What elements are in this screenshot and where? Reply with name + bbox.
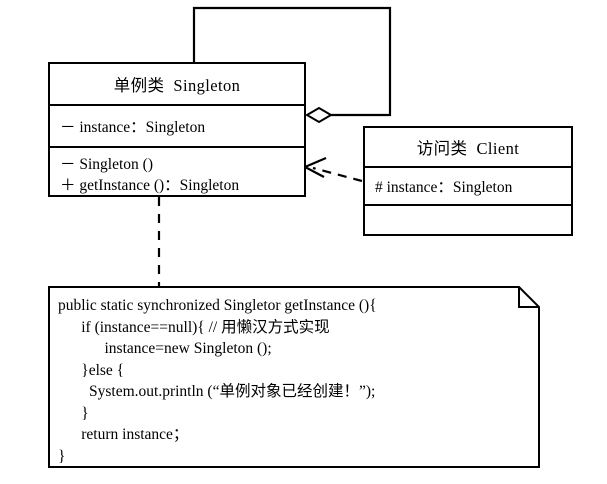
code-line-8: } xyxy=(58,447,66,465)
code-line-6: } xyxy=(58,404,89,422)
code-line-3: instance=new Singleton (); xyxy=(58,340,272,357)
class-box-client[interactable]: 访问类 Client # instance：Singleton xyxy=(363,126,573,236)
note-code-text: public static synchronized Singletor get… xyxy=(48,286,540,467)
class-title-singleton: 单例类 Singleton xyxy=(50,64,304,104)
class-title-client: 访问类 Client xyxy=(365,128,571,166)
class-attributes-client: # instance：Singleton xyxy=(365,166,571,204)
code-line-7: return instance； xyxy=(58,426,189,443)
code-line-2: if (instance==null){ // 用懒汉方式实现 xyxy=(58,318,330,336)
operation-constructor: － Singleton () xyxy=(60,156,153,173)
dependency-edge xyxy=(302,156,363,183)
class-name-client: 访问类 Client xyxy=(416,139,520,158)
code-line-1: public static synchronized Singletor get… xyxy=(58,297,377,314)
code-line-5: System.out.println (“单例对象已经创建！”); xyxy=(58,383,376,400)
class-box-singleton[interactable]: 单例类 Singleton － instance：Singleton － Sin… xyxy=(48,62,306,197)
class-name-singleton: 单例类 Singleton xyxy=(113,76,241,95)
attribute-instance-client: # instance：Singleton xyxy=(375,179,513,196)
aggregation-diamond-marker xyxy=(305,106,333,124)
class-operations-client xyxy=(365,204,571,238)
note-box-code[interactable]: public static synchronized Singletor get… xyxy=(48,286,540,468)
class-attributes-singleton: － instance：Singleton xyxy=(50,104,304,146)
operation-get-instance: ＋ getInstance ()：Singleton xyxy=(60,177,240,194)
code-line-4: }else { xyxy=(58,361,125,379)
note-shape xyxy=(48,286,540,468)
class-operations-singleton: － Singleton () ＋ getInstance ()：Singleto… xyxy=(50,146,304,197)
attribute-instance: － instance：Singleton xyxy=(60,119,206,136)
